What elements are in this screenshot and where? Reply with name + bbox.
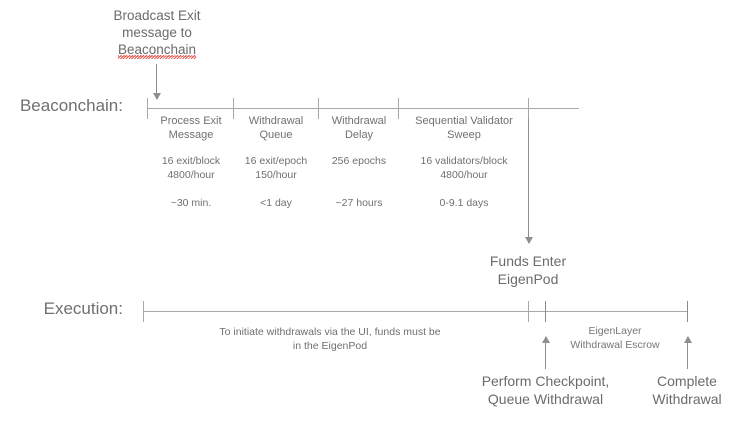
- execution-tick-complete: [687, 301, 688, 322]
- segment-1-title: Withdrawal Queue: [235, 114, 317, 142]
- beaconchain-tick-1: [233, 98, 234, 119]
- perform-checkpoint-line1: Perform Checkpoint,: [481, 373, 610, 389]
- segment-3-title-line1: Sequential Validator: [415, 115, 513, 127]
- beaconchain-tick-0: [147, 98, 148, 119]
- perform-checkpoint-line2: Queue Withdrawal: [487, 391, 604, 407]
- broadcast-to-beaconchain-arrow: [152, 64, 161, 100]
- segment-3-title-line2: Sweep: [447, 129, 481, 141]
- funds-enter-eigenpod-arrow: [524, 119, 533, 244]
- segment-1-title-line1: Withdrawal: [248, 115, 304, 127]
- segment-1-duration: <1 day: [260, 197, 292, 209]
- spellcheck-underline-icon: [117, 55, 197, 59]
- segment-0-title: Process Exit Message: [150, 114, 232, 142]
- broadcast-exit-note-line2: message to: [122, 25, 192, 40]
- complete-withdrawal-line2: Withdrawal: [652, 391, 722, 407]
- execution-ui-note: To initiate withdrawals via the UI, fund…: [185, 325, 475, 353]
- segment-2-duration: ~27 hours: [335, 197, 383, 209]
- segment-0-rate-line1: 16 exit/block: [161, 155, 221, 167]
- beaconchain-timeline-axis: [147, 108, 579, 109]
- eigenlayer-escrow-note-line1: EigenLayer: [588, 325, 642, 337]
- funds-enter-eigenpod-label: Funds Enter EigenPod: [453, 252, 603, 288]
- complete-withdrawal-callout-arrow: [683, 336, 692, 369]
- broadcast-exit-note-line3: Beaconchain: [117, 42, 197, 57]
- segment-3-rate-line2: 4800/hour: [440, 168, 488, 181]
- segment-1-title-line2: Queue: [259, 129, 293, 141]
- segment-1-rate-line1: 16 exit/epoch: [244, 155, 308, 167]
- broadcast-exit-note-line1: Broadcast Exit: [113, 8, 201, 23]
- execution-ui-note-line2: in the EigenPod: [292, 340, 368, 352]
- eigenlayer-escrow-note: EigenLayer Withdrawal Escrow: [550, 325, 680, 352]
- beaconchain-tick-2: [318, 98, 319, 119]
- segment-1-rate-line2: 150/hour: [255, 168, 297, 181]
- beaconchain-tick-3: [398, 98, 399, 119]
- complete-withdrawal-line1: Complete: [657, 373, 717, 389]
- checkpoint-callout-arrow: [541, 336, 550, 369]
- execution-timeline-axis: [143, 311, 688, 312]
- segment-0-title-line1: Process Exit: [160, 115, 222, 127]
- segment-0-title-line2: Message: [168, 129, 214, 141]
- funds-enter-line2: EigenPod: [497, 271, 559, 287]
- segment-2-rate: 256 epochs: [318, 155, 400, 169]
- perform-checkpoint-label: Perform Checkpoint, Queue Withdrawal: [458, 372, 633, 408]
- segment-3-rate-line1: 16 validators/block: [420, 155, 508, 167]
- execution-row-label: Execution:: [43, 299, 123, 318]
- eigenlayer-escrow-note-line2: Withdrawal Escrow: [570, 338, 660, 351]
- segment-3-title: Sequential Validator Sweep: [400, 114, 528, 142]
- execution-tick-checkpoint: [545, 301, 546, 322]
- segment-3-duration: 0-9.1 days: [439, 197, 489, 209]
- segment-0-rate: 16 exit/block 4800/hour: [148, 155, 234, 182]
- funds-enter-line1: Funds Enter: [489, 253, 567, 269]
- segment-2-title-line2: Delay: [344, 129, 374, 141]
- segment-0-rate-line2: 4800/hour: [167, 168, 215, 181]
- execution-ui-note-line1: To initiate withdrawals via the UI, fund…: [219, 326, 441, 338]
- broadcast-exit-note: Broadcast Exit message to Beaconchain: [57, 7, 257, 59]
- segment-2-rate-line1: 256 epochs: [331, 155, 387, 167]
- segment-2-title: Withdrawal Delay: [320, 114, 398, 142]
- segment-1-rate: 16 exit/epoch 150/hour: [233, 155, 319, 182]
- segment-2-title-line1: Withdrawal: [331, 115, 387, 127]
- execution-tick-funds-arrive: [528, 301, 529, 322]
- complete-withdrawal-label: Complete Withdrawal: [628, 372, 738, 408]
- execution-tick-start: [143, 301, 144, 322]
- beaconchain-row-label: Beaconchain:: [19, 96, 123, 115]
- beaconchain-tick-4: [528, 98, 529, 119]
- segment-0-duration: ~30 min.: [170, 197, 212, 209]
- segment-3-rate: 16 validators/block 4800/hour: [400, 155, 528, 182]
